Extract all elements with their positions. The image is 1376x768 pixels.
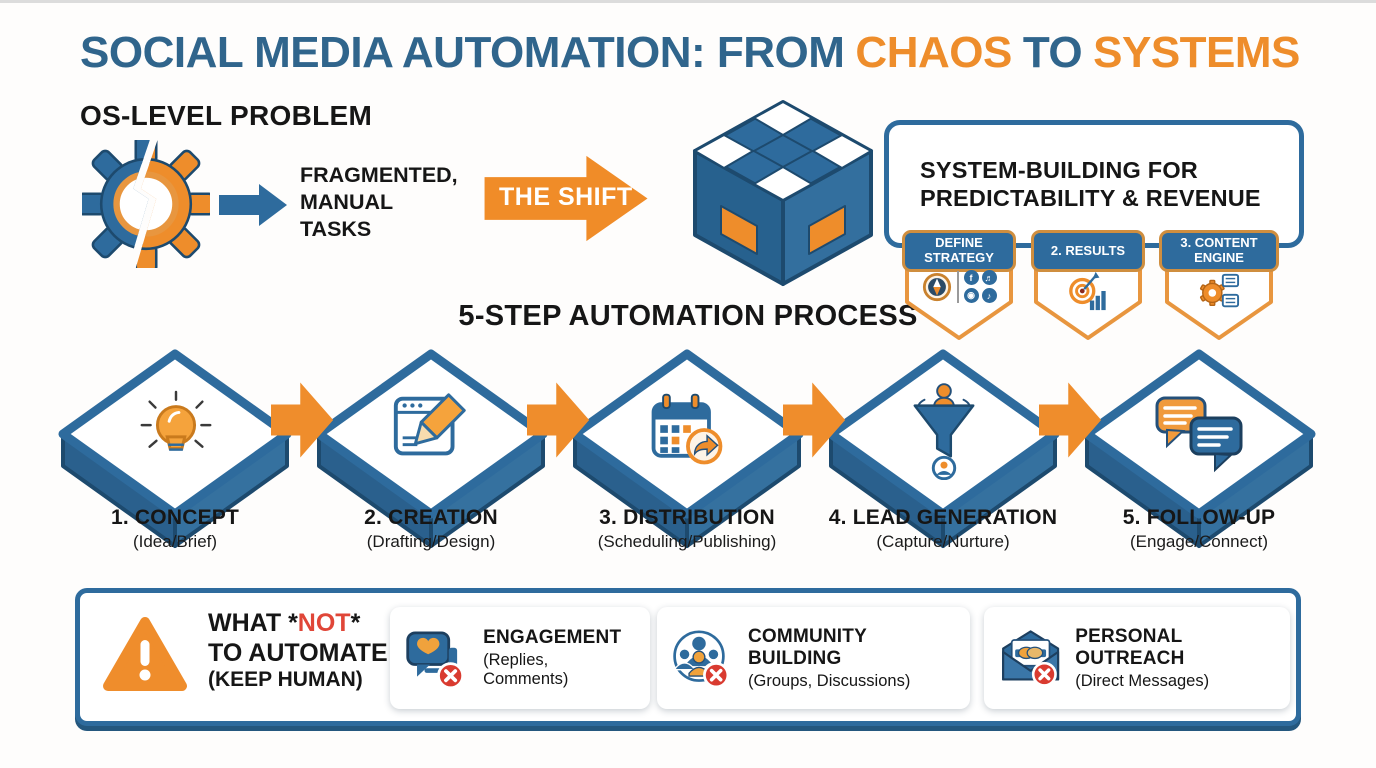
system-building-box	[884, 120, 1304, 248]
fragmented-line: TASKS	[300, 216, 372, 241]
step-title: 5. FOLLOW-UP	[1122, 506, 1276, 529]
fragmented-line: FRAGMENTED,	[300, 163, 458, 187]
badge-label: 3. CONTENT ENGINE	[1159, 230, 1279, 272]
step-subtitle: (Drafting/Design)	[366, 532, 496, 551]
social-instagram-icon: ◉	[963, 288, 979, 303]
problem-heading: OS-LEVEL PROBLEM	[80, 100, 373, 131]
not-to-automate-title: WHAT *NOT* TO AUTOMATE (KEEP HUMAN)	[208, 609, 388, 693]
title-segment: SOCIAL MEDIA AUTOMATION: FROM	[80, 28, 845, 77]
not-to-automate-box: WHAT *NOT* TO AUTOMATE (KEEP HUMAN) ENGA…	[75, 588, 1301, 726]
card-engagement: ENGAGEMENT (Replies, Comments)	[390, 607, 650, 709]
title-segment: CHAOS	[855, 28, 1012, 77]
lead-funnel-icon	[905, 380, 983, 485]
step-distribution: 3. DISTRIBUTION (Scheduling/Publishing)	[567, 346, 807, 556]
shift-arrow: THE SHIFT	[483, 150, 651, 247]
browser-pencil-icon	[388, 388, 476, 475]
badge-define-strategy: DEFINE STRATEGY f ♬ ◉ ♪	[902, 230, 1016, 340]
page-title: SOCIAL MEDIA AUTOMATION: FROM CHAOS TO S…	[80, 28, 1300, 78]
system-heading-line: SYSTEM-BUILDING FOR	[920, 157, 1198, 183]
lightbulb-icon	[132, 388, 220, 481]
step-label: 3. DISTRIBUTION (Scheduling/Publishing)	[552, 506, 822, 552]
badge-label: DEFINE STRATEGY	[902, 230, 1016, 272]
step-label: 2. CREATION (Drafting/Design)	[296, 506, 566, 552]
fragmented-line: MANUAL	[300, 189, 394, 214]
card-subtitle: (Replies, Comments)	[483, 651, 569, 688]
social-tiktok-icon: ♬	[981, 270, 997, 285]
flow-arrow-icon	[527, 382, 590, 458]
social-music-icon: ♪	[981, 288, 997, 303]
title-segment: SYSTEMS	[1093, 28, 1300, 77]
step-concept: 1. CONCEPT (Idea/Brief)	[55, 346, 295, 556]
gear-content-icon	[1200, 273, 1240, 308]
step-lead-generation: 4. LEAD GENERATION (Capture/Nurture)	[823, 346, 1063, 556]
step-label: 5. FOLLOW-UP (Engage/Connect)	[1064, 506, 1334, 552]
social-icons: f ♬ ◉ ♪	[963, 270, 997, 303]
target-chart-icon	[1069, 271, 1106, 311]
card-text: ENGAGEMENT (Replies, Comments)	[483, 627, 636, 689]
flow-arrow-icon	[1039, 382, 1102, 458]
avoid-title-line2: TO AUTOMATE	[208, 638, 388, 667]
card-subtitle: (Groups, Discussions)	[748, 671, 911, 690]
card-subtitle: (Direct Messages)	[1075, 671, 1210, 690]
title-segment: TO	[1022, 28, 1083, 77]
step-subtitle: (Capture/Nurture)	[876, 532, 1010, 551]
process-heading: 5-STEP AUTOMATION PROCESS	[458, 300, 918, 332]
modular-cubes-icon	[693, 100, 873, 286]
arrow-right-icon	[219, 184, 287, 226]
chat-bubbles-icon	[1151, 392, 1247, 479]
card-title: PERSONAL OUTREACH	[1075, 625, 1185, 669]
broken-gear-icon	[82, 140, 210, 268]
step-follow-up: 5. FOLLOW-UP (Engage/Connect)	[1079, 346, 1319, 556]
envelope-handshake-crossed-icon	[1002, 630, 1060, 687]
badge-content-engine: 3. CONTENT ENGINE	[1159, 230, 1279, 340]
card-text: PERSONAL OUTREACH (Direct Messages)	[1075, 626, 1276, 691]
step-subtitle: (Engage/Connect)	[1130, 532, 1268, 551]
step-subtitle: (Scheduling/Publishing)	[597, 532, 777, 551]
avoid-title-post: *	[350, 609, 361, 637]
calendar-share-icon	[644, 388, 730, 477]
step-title: 2. CREATION	[364, 506, 498, 529]
diamond-tile	[314, 349, 548, 548]
step-title: 3. DISTRIBUTION	[599, 506, 775, 529]
system-heading-line: PREDICTABILITY & REVENUE	[920, 185, 1261, 212]
step-title: 1. CONCEPT	[110, 506, 240, 529]
divider	[956, 270, 959, 303]
chat-heart-crossed-icon	[406, 631, 465, 690]
compass-icon	[922, 272, 951, 301]
badge-label: 2. RESULTS	[1031, 230, 1145, 272]
page-edge	[0, 0, 1376, 3]
avoid-title-line3: (KEEP HUMAN)	[208, 668, 363, 691]
step-creation: 2. CREATION (Drafting/Design)	[311, 346, 551, 556]
badge-icons: f ♬ ◉ ♪	[902, 270, 1016, 303]
step-title: 4. LEAD GENERATION	[828, 506, 1058, 529]
card-title: ENGAGEMENT	[483, 627, 622, 648]
diamond-tile	[58, 349, 292, 548]
avoid-title-pre: WHAT *	[208, 609, 298, 637]
step-subtitle: (Idea/Brief)	[132, 532, 218, 551]
badge-icons	[1031, 270, 1145, 312]
card-title: COMMUNITY BUILDING	[748, 625, 867, 669]
community-crossed-icon	[673, 630, 730, 689]
shift-label: THE SHIFT	[499, 183, 633, 211]
social-facebook-icon: f	[963, 270, 979, 285]
flow-arrow-icon	[271, 382, 334, 458]
flow-arrow-icon	[783, 382, 846, 458]
card-personal-outreach: PERSONAL OUTREACH (Direct Messages)	[984, 607, 1290, 709]
avoid-title-line1: WHAT *NOT*	[208, 609, 388, 639]
badge-results: 2. RESULTS	[1031, 230, 1145, 340]
step-label: 4. LEAD GENERATION (Capture/Nurture)	[808, 506, 1078, 552]
card-community-building: COMMUNITY BUILDING (Groups, Discussions)	[657, 607, 970, 709]
step-label: 1. CONCEPT (Idea/Brief)	[40, 506, 310, 552]
warning-triangle-icon	[103, 617, 187, 691]
system-heading: SYSTEM-BUILDING FOR PREDICTABILITY & REV…	[920, 156, 1261, 212]
arrow-right-large-icon	[484, 155, 648, 242]
fragmented-tasks-label: FRAGMENTED, MANUAL TASKS	[300, 162, 458, 243]
badge-icons	[1159, 270, 1279, 312]
avoid-title-not: NOT	[297, 609, 351, 637]
card-text: COMMUNITY BUILDING (Groups, Discussions)	[748, 626, 956, 691]
